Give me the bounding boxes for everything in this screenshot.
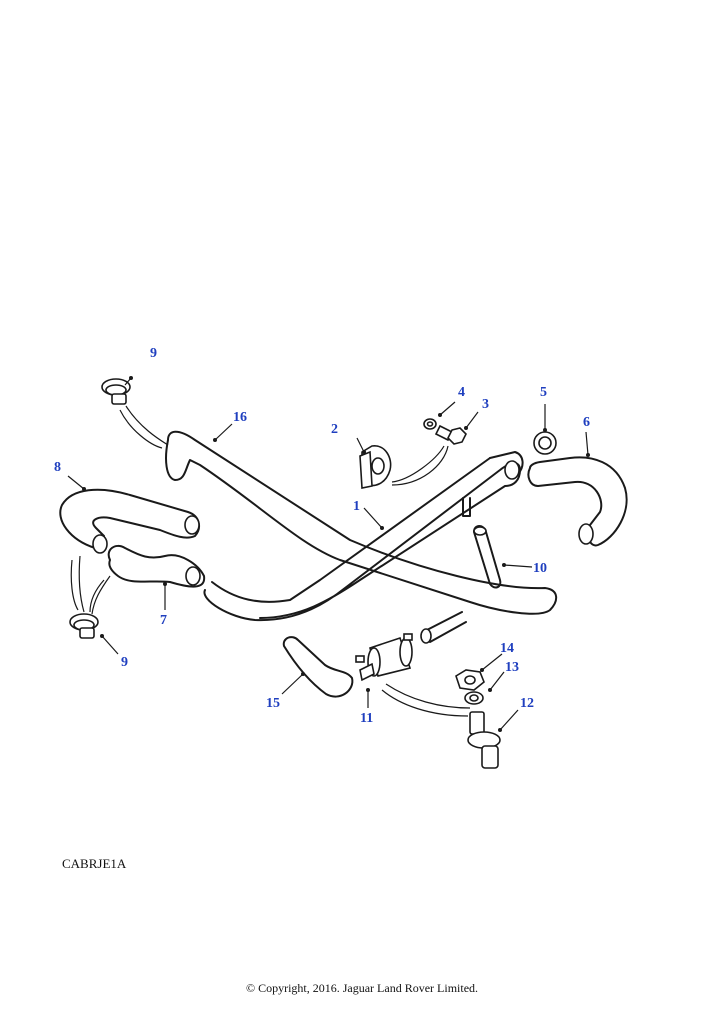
washer-4 bbox=[423, 418, 437, 430]
bolt-3 bbox=[434, 424, 467, 445]
callout-8: 8 bbox=[54, 460, 61, 475]
callout-11: 11 bbox=[360, 711, 373, 726]
callout-1: 1 bbox=[353, 499, 360, 514]
callout-2: 2 bbox=[331, 422, 338, 437]
nut-14 bbox=[455, 669, 485, 691]
callout-3: 3 bbox=[482, 397, 489, 412]
callout-13: 13 bbox=[505, 660, 519, 675]
hose-10 bbox=[473, 525, 502, 589]
callout-9-bottom: 9 bbox=[121, 655, 128, 670]
callout-12: 12 bbox=[520, 696, 534, 711]
callout-9-top: 9 bbox=[150, 346, 157, 361]
hose-15 bbox=[282, 636, 354, 698]
callout-14: 14 bbox=[500, 641, 514, 656]
clip-2 bbox=[359, 445, 392, 489]
leader-lines bbox=[67, 376, 590, 732]
hose-6 bbox=[527, 456, 628, 547]
illustration-code: CABRJE1A bbox=[62, 856, 127, 871]
hose-8 bbox=[59, 488, 201, 554]
washer-13 bbox=[464, 691, 484, 705]
valve-11 bbox=[355, 633, 413, 682]
clamp-9-top bbox=[101, 378, 131, 405]
adaptor-12 bbox=[467, 711, 501, 769]
callout-16: 16 bbox=[233, 410, 247, 425]
pipe-1 bbox=[203, 451, 524, 644]
copyright-notice: © Copyright, 2016. Jaguar Land Rover Lim… bbox=[245, 981, 479, 995]
callout-6: 6 bbox=[583, 415, 590, 430]
callout-4: 4 bbox=[458, 385, 465, 400]
callout-15: 15 bbox=[266, 696, 280, 711]
callout-5: 5 bbox=[540, 385, 547, 400]
clamp-9-bottom bbox=[69, 613, 99, 639]
hose-7 bbox=[107, 544, 206, 588]
callout-10: 10 bbox=[533, 561, 547, 576]
callout-7: 7 bbox=[160, 613, 167, 628]
grommet-5 bbox=[533, 431, 557, 455]
